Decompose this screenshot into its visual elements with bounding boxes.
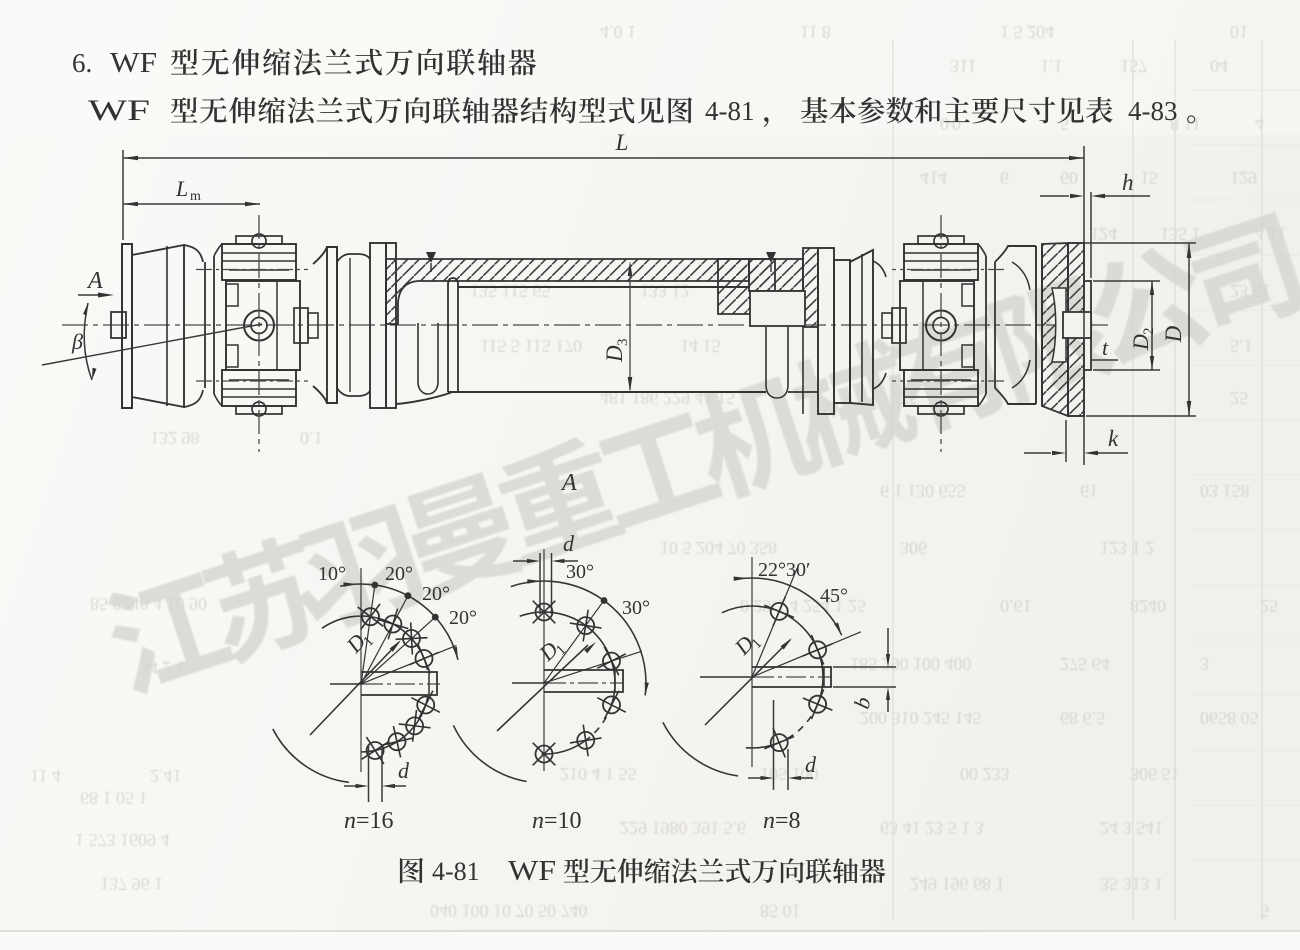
svg-text:249 196 68 1: 249 196 68 1 <box>910 874 1005 894</box>
svg-text:040 100 10 70 50 740: 040 100 10 70 50 740 <box>430 901 588 921</box>
svg-text:4: 4 <box>1255 114 1264 134</box>
svg-text:A: A <box>86 268 103 294</box>
svg-text:4.0 1: 4.0 1 <box>600 22 636 42</box>
svg-text:2: 2 <box>1141 328 1157 336</box>
svg-text:6 1 130 655: 6 1 130 655 <box>880 481 966 501</box>
svg-text:0.61: 0.61 <box>1000 596 1032 616</box>
svg-text:200 310 245 145: 200 310 245 145 <box>860 708 982 728</box>
svg-text:8 11: 8 11 <box>1170 114 1201 134</box>
svg-text:2.41: 2.41 <box>150 766 182 786</box>
svg-text:311: 311 <box>950 56 976 76</box>
svg-text:t: t <box>1102 335 1109 360</box>
svg-text:35 313 1: 35 313 1 <box>1100 874 1163 894</box>
svg-text:185 290 100 400: 185 290 100 400 <box>850 654 972 674</box>
svg-text:β: β <box>71 329 83 354</box>
svg-text:01: 01 <box>1230 22 1248 42</box>
svg-text:10 5 204 70 358: 10 5 204 70 358 <box>660 538 777 558</box>
svg-text:n=16: n=16 <box>344 808 394 834</box>
svg-text:d: d <box>398 758 410 783</box>
svg-text:20°: 20° <box>422 583 450 605</box>
svg-text:129: 129 <box>1230 168 1257 188</box>
svg-text:135 115 65: 135 115 65 <box>470 281 550 301</box>
svg-text:61: 61 <box>1080 481 1098 501</box>
svg-text:68 6.5: 68 6.5 <box>1060 708 1105 728</box>
svg-text:m: m <box>190 189 201 204</box>
svg-text:00 233: 00 233 <box>960 764 1010 784</box>
svg-text:124: 124 <box>1090 224 1117 244</box>
svg-text:133 12: 133 12 <box>640 281 690 301</box>
svg-text:123 1 2: 123 1 2 <box>1100 538 1154 558</box>
svg-text:105 100: 105 100 <box>760 764 819 784</box>
svg-text:306 51: 306 51 <box>1130 764 1180 784</box>
svg-text:WF: WF <box>508 856 556 887</box>
svg-text:d: d <box>805 752 817 777</box>
svg-text:D: D <box>1161 325 1186 343</box>
svg-text:25: 25 <box>1260 596 1278 616</box>
svg-text:6.: 6. <box>72 48 92 78</box>
svg-text:5: 5 <box>1060 114 1069 134</box>
svg-text:14 15: 14 15 <box>680 336 721 356</box>
svg-text:15: 15 <box>1140 168 1158 188</box>
svg-text:306: 306 <box>900 538 927 558</box>
svg-text:132 98: 132 98 <box>150 428 200 448</box>
svg-text:24 3 541: 24 3 541 <box>1100 818 1163 838</box>
svg-text:3: 3 <box>1200 654 1209 674</box>
svg-text:8240: 8240 <box>1130 596 1166 616</box>
svg-text:n=10: n=10 <box>532 808 582 834</box>
svg-text:414: 414 <box>920 168 947 188</box>
svg-text:3: 3 <box>615 339 631 347</box>
svg-text:45°: 45° <box>820 585 848 607</box>
svg-text:115 5 115 170: 115 5 115 170 <box>480 336 582 356</box>
svg-text:5: 5 <box>1260 901 1269 921</box>
svg-text:1 5 204: 1 5 204 <box>1000 22 1054 42</box>
svg-text:4-83: 4-83 <box>1128 96 1178 126</box>
svg-text:68 1 05 1: 68 1 05 1 <box>80 788 148 808</box>
svg-text:d: d <box>563 531 575 556</box>
svg-text:20°: 20° <box>385 563 413 585</box>
svg-text:30°: 30° <box>566 561 594 583</box>
svg-text:k: k <box>1108 426 1119 451</box>
svg-text:275 64: 275 64 <box>1060 654 1110 674</box>
svg-text:210 4 1 55: 210 4 1 55 <box>560 764 637 784</box>
svg-text:WF: WF <box>110 47 157 79</box>
svg-text:30°: 30° <box>622 597 650 619</box>
svg-text:D: D <box>1128 334 1153 351</box>
svg-text:0.1: 0.1 <box>300 428 323 448</box>
svg-text:5.1: 5.1 <box>1230 336 1253 356</box>
svg-text:135 1: 135 1 <box>1160 224 1201 244</box>
svg-text:04: 04 <box>1210 56 1228 76</box>
svg-text:0658 05: 0658 05 <box>1200 708 1259 728</box>
svg-text:L: L <box>175 176 188 201</box>
svg-text:481 186 229 41 15: 481 186 229 41 15 <box>600 388 735 408</box>
svg-text:4-81: 4-81 <box>432 857 480 886</box>
svg-text:03 158: 03 158 <box>1200 481 1250 501</box>
svg-text:10°: 10° <box>318 563 346 585</box>
svg-text:6: 6 <box>1000 168 1009 188</box>
svg-text:63 41 23 5 1 3: 63 41 23 5 1 3 <box>880 818 984 838</box>
svg-text:11 4: 11 4 <box>30 766 61 786</box>
svg-text:h: h <box>1122 170 1134 195</box>
svg-text:1 573 1609 4: 1 573 1609 4 <box>75 830 170 850</box>
svg-text:85 01: 85 01 <box>760 901 801 921</box>
svg-text:D: D <box>602 345 627 363</box>
svg-text:1.1: 1.1 <box>1040 56 1063 76</box>
svg-text:n=8: n=8 <box>763 808 801 834</box>
svg-text:20°: 20° <box>449 607 477 629</box>
svg-text:22°30′: 22°30′ <box>758 559 810 581</box>
svg-text:A: A <box>560 470 577 496</box>
svg-text:11 8: 11 8 <box>800 22 831 42</box>
svg-text:60: 60 <box>1060 168 1078 188</box>
svg-text:4-81: 4-81 <box>705 96 755 126</box>
svg-text:WF: WF <box>88 94 150 127</box>
svg-text:229 1980 391 5.6: 229 1980 391 5.6 <box>620 818 746 838</box>
svg-text:25: 25 <box>1230 388 1248 408</box>
svg-text:137 96 1: 137 96 1 <box>100 874 163 894</box>
svg-text:L: L <box>615 130 629 155</box>
